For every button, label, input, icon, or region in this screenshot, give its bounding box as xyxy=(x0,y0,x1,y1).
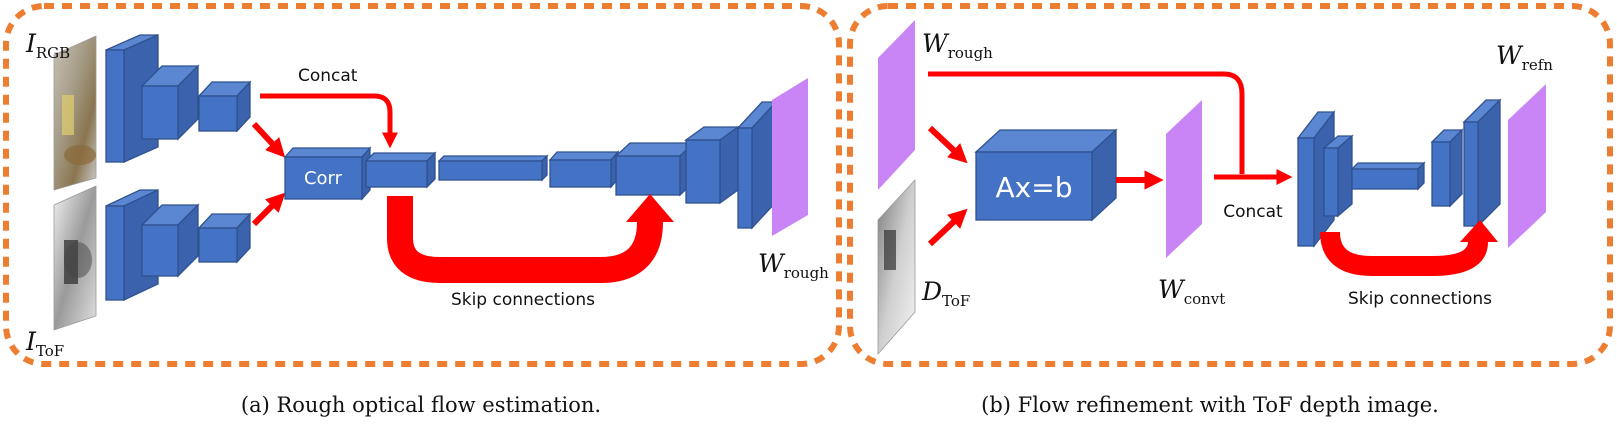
label-w-convt: Wconvt xyxy=(1158,275,1225,308)
corr-block: Corr xyxy=(283,146,372,201)
flow-map-w-rough-output xyxy=(772,78,808,236)
refine-block-3 xyxy=(1350,161,1426,191)
encoder-bottom-block-3 xyxy=(197,212,252,264)
label-w-rough-a: Wrough xyxy=(758,249,829,282)
arrow-bottom-to-corr xyxy=(251,192,286,227)
concat-arrow-b xyxy=(928,71,1245,174)
bottleneck-block-3 xyxy=(548,150,620,189)
skip-connection-arrow-a xyxy=(387,196,663,283)
label-d-tof: DToF xyxy=(921,277,970,310)
decoder-block-3 xyxy=(736,100,778,230)
panel-b-border xyxy=(847,3,1613,367)
label-i-tof: IToF xyxy=(25,327,64,360)
arrow-flow-to-solver xyxy=(927,125,968,164)
refine-block-4 xyxy=(1430,128,1464,208)
flow-map-w-rough-input xyxy=(878,20,915,190)
skip-connection-arrowhead-b xyxy=(1460,220,1498,242)
label-w-refn: Wrefn xyxy=(1496,41,1553,74)
encoder-top-block-3 xyxy=(197,80,252,133)
label-i-rgb: IRGB xyxy=(25,29,70,62)
rgb-image xyxy=(53,35,97,191)
flow-map-w-refn xyxy=(1508,84,1546,248)
encoder-bottom-block-2 xyxy=(140,203,200,278)
refine-block-5 xyxy=(1462,98,1502,228)
caption-a: (a) Rough optical flow estimation. xyxy=(241,393,601,417)
bottleneck-block-1 xyxy=(364,151,437,189)
solver-label: Ax=b xyxy=(996,171,1073,204)
label-w-rough-b: Wrough xyxy=(922,29,993,62)
bottleneck-block-2 xyxy=(437,154,549,182)
tof-image xyxy=(53,185,97,331)
depth-image xyxy=(877,178,916,356)
caption-b: (b) Flow refinement with ToF depth image… xyxy=(981,393,1439,417)
skip-label-b: Skip connections xyxy=(1348,289,1492,309)
skip-label-a: Skip connections xyxy=(451,290,595,310)
flow-map-w-convt xyxy=(1166,100,1202,258)
solver-block: Ax=b xyxy=(974,128,1118,222)
arrow-depth-to-solver xyxy=(927,208,968,247)
concat-label-a: Concat xyxy=(298,66,358,86)
skip-connection-arrowhead-a xyxy=(626,194,674,222)
encoder-top-block-2 xyxy=(140,64,200,141)
decoder-block-2 xyxy=(683,125,741,205)
corr-label: Corr xyxy=(304,168,343,189)
decoder-block-1 xyxy=(614,141,696,197)
skip-connection-arrow-b xyxy=(1320,231,1488,276)
panel-a-border xyxy=(3,3,842,367)
concat-arrow-a xyxy=(260,93,399,149)
arrow-top-to-corr xyxy=(251,121,286,158)
refine-block-2 xyxy=(1322,134,1354,218)
concat-label-b: Concat xyxy=(1223,202,1283,222)
